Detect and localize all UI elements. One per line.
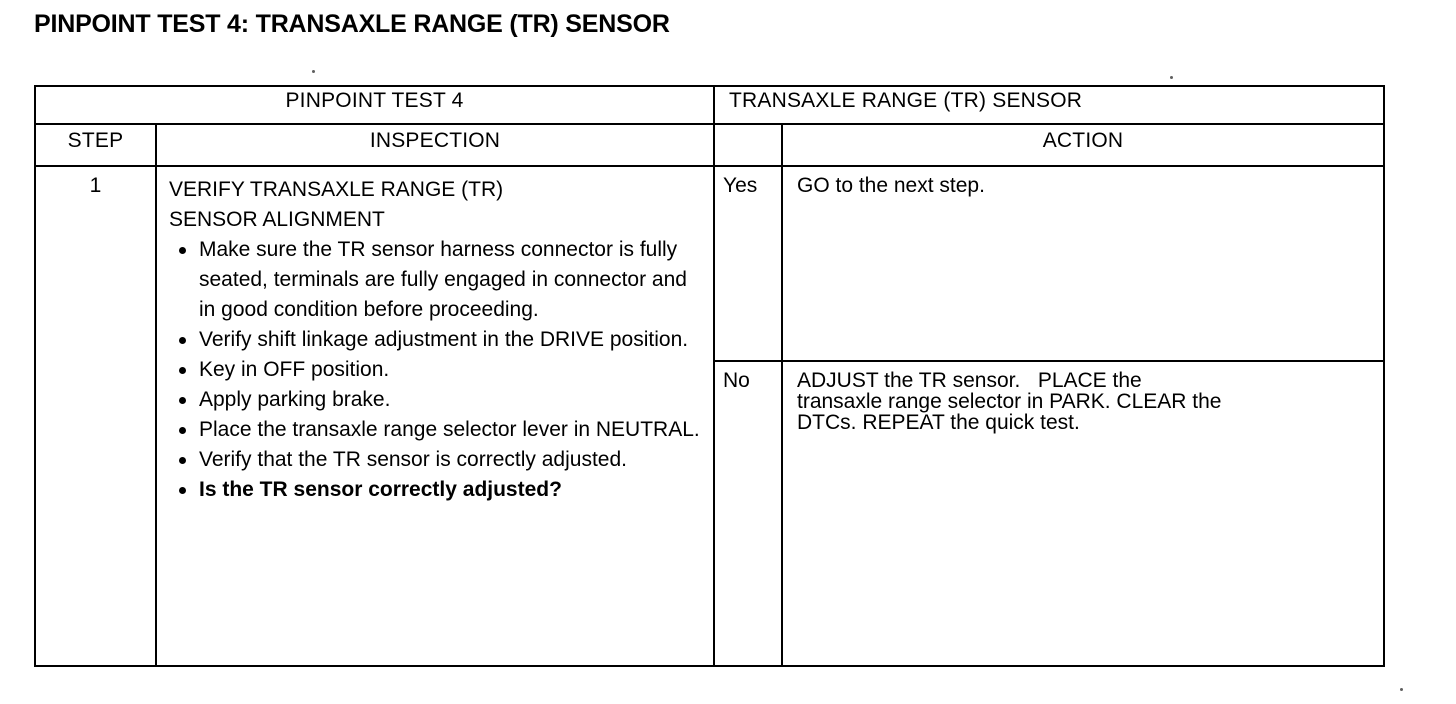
step-number: 1 bbox=[89, 174, 102, 197]
inspection-bullet-text: Place the transaxle range selector lever… bbox=[199, 418, 700, 441]
action-line: GO to the next step. bbox=[797, 174, 985, 197]
column-header-inspection-cell: INSPECTION bbox=[155, 123, 715, 167]
pinpoint-test-table: PINPOINT TEST 4 TRANSAXLE RANGE (TR) SEN… bbox=[34, 85, 1385, 667]
inspection-bullet-text: Verify that the TR sensor is correctly a… bbox=[199, 448, 627, 471]
action-line: DTCs. REPEAT the quick test. bbox=[797, 411, 1080, 434]
table-row-step-1-yes: 1 VERIFY TRANSAXLE RANGE (TR) SENSOR ALI… bbox=[34, 165, 1385, 667]
banner-test-name: TRANSAXLE RANGE (TR) SENSOR bbox=[729, 89, 1083, 112]
inspection-bullet: Make sure the TR sensor harness connecto… bbox=[169, 235, 707, 325]
inspection-bullet-text: Verify shift linkage adjustment in the D… bbox=[199, 328, 689, 351]
outcome-label-yes: Yes bbox=[723, 174, 758, 197]
inspection-bullet: Verify that the TR sensor is correctly a… bbox=[169, 445, 707, 475]
page-title: PINPOINT TEST 4: TRANSAXLE RANGE (TR) SE… bbox=[34, 10, 670, 38]
inspection-bullet: Place the transaxle range selector lever… bbox=[169, 415, 707, 445]
outcome-label-yes-cell: Yes bbox=[713, 165, 783, 362]
action-cell-no: ADJUST the TR sensor. PLACE the transaxl… bbox=[781, 360, 1385, 667]
action-line: transaxle range selector in PARK. CLEAR … bbox=[797, 390, 1222, 413]
inspection-heading: VERIFY TRANSAXLE RANGE (TR) SENSOR ALIGN… bbox=[169, 178, 504, 231]
scan-speck bbox=[312, 70, 315, 73]
inspection-bullet-text: Is the TR sensor correctly adjusted? bbox=[199, 478, 562, 501]
action-cell-yes: GO to the next step. bbox=[781, 165, 1385, 362]
inspection-bullet: Apply parking brake. bbox=[169, 385, 707, 415]
scan-speck bbox=[1170, 76, 1173, 79]
inspection-bullet-text: Apply parking brake. bbox=[199, 388, 391, 411]
inspection-bullet-text: Key in OFF position. bbox=[199, 358, 390, 381]
action-line: ADJUST the TR sensor. PLACE the bbox=[797, 369, 1142, 392]
inspection-bullet: Key in OFF position. bbox=[169, 355, 707, 385]
column-header-spacer-cell bbox=[713, 123, 783, 167]
table-banner-row: PINPOINT TEST 4 TRANSAXLE RANGE (TR) SEN… bbox=[34, 85, 1385, 125]
table-row-step-1-no: No ADJUST the TR sensor. PLACE the trans… bbox=[35, 360, 1385, 667]
inspection-bullet: Verify shift linkage adjustment in the D… bbox=[169, 325, 707, 355]
banner-test-name-cell: TRANSAXLE RANGE (TR) SENSOR bbox=[713, 85, 1385, 125]
table-column-header-row: STEP INSPECTION ACTION bbox=[34, 123, 1385, 167]
step-number-cell: 1 bbox=[34, 165, 157, 667]
column-header-step-cell: STEP bbox=[34, 123, 157, 167]
scan-speck bbox=[1400, 688, 1403, 691]
column-header-action-cell: ACTION bbox=[781, 123, 1385, 167]
column-header-action: ACTION bbox=[1042, 129, 1124, 152]
inspection-bullet-list: Make sure the TR sensor harness connecto… bbox=[169, 235, 707, 505]
banner-test-id-cell: PINPOINT TEST 4 bbox=[34, 85, 715, 125]
column-header-step: STEP bbox=[67, 129, 124, 152]
column-header-inspection: INSPECTION bbox=[369, 129, 501, 152]
outcome-label-no: No bbox=[723, 369, 750, 392]
inspection-cell: VERIFY TRANSAXLE RANGE (TR) SENSOR ALIGN… bbox=[155, 165, 715, 667]
outcome-label-no-cell: No bbox=[713, 360, 783, 667]
inspection-bullet-text: Make sure the TR sensor harness connecto… bbox=[199, 238, 687, 321]
banner-test-id: PINPOINT TEST 4 bbox=[285, 89, 464, 112]
inspection-bullet-question: Is the TR sensor correctly adjusted? bbox=[169, 475, 707, 505]
